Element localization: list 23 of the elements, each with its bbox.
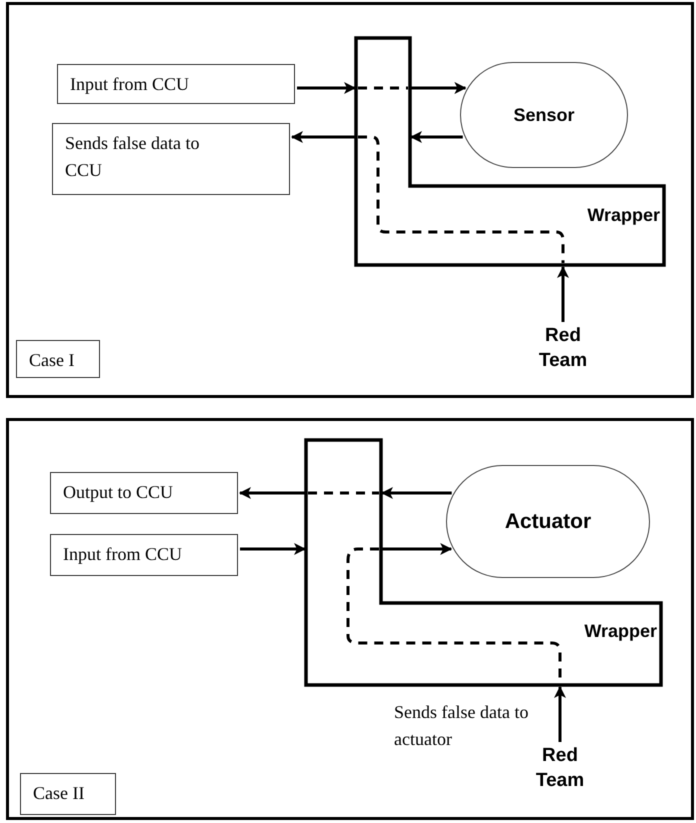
rounded-node: Sensor <box>460 62 628 168</box>
arrow <box>240 543 306 555</box>
node-label: Red Team <box>530 324 596 374</box>
wrapper-label: Wrapper <box>584 621 657 642</box>
arrow <box>297 82 356 94</box>
arrow <box>554 686 566 742</box>
wrapper-label: Wrapper <box>587 205 660 226</box>
text-box: Sends false data to CCU <box>52 123 290 195</box>
text-box: Input from CCU <box>57 64 295 104</box>
arrow <box>381 487 452 499</box>
wrapper-shape <box>306 440 661 685</box>
text-box: Case I <box>16 340 100 378</box>
arrow <box>410 131 463 143</box>
text-box: Case II <box>20 773 116 815</box>
arrow <box>411 82 466 94</box>
text-box: Output to CCU <box>50 472 238 514</box>
wrapper-shape <box>356 38 664 265</box>
arrow <box>291 131 355 143</box>
arrow <box>382 543 452 555</box>
rounded-node: Actuator <box>446 465 650 578</box>
arrow <box>557 266 569 322</box>
arrow <box>239 487 305 499</box>
text-box: Input from CCU <box>50 534 238 576</box>
